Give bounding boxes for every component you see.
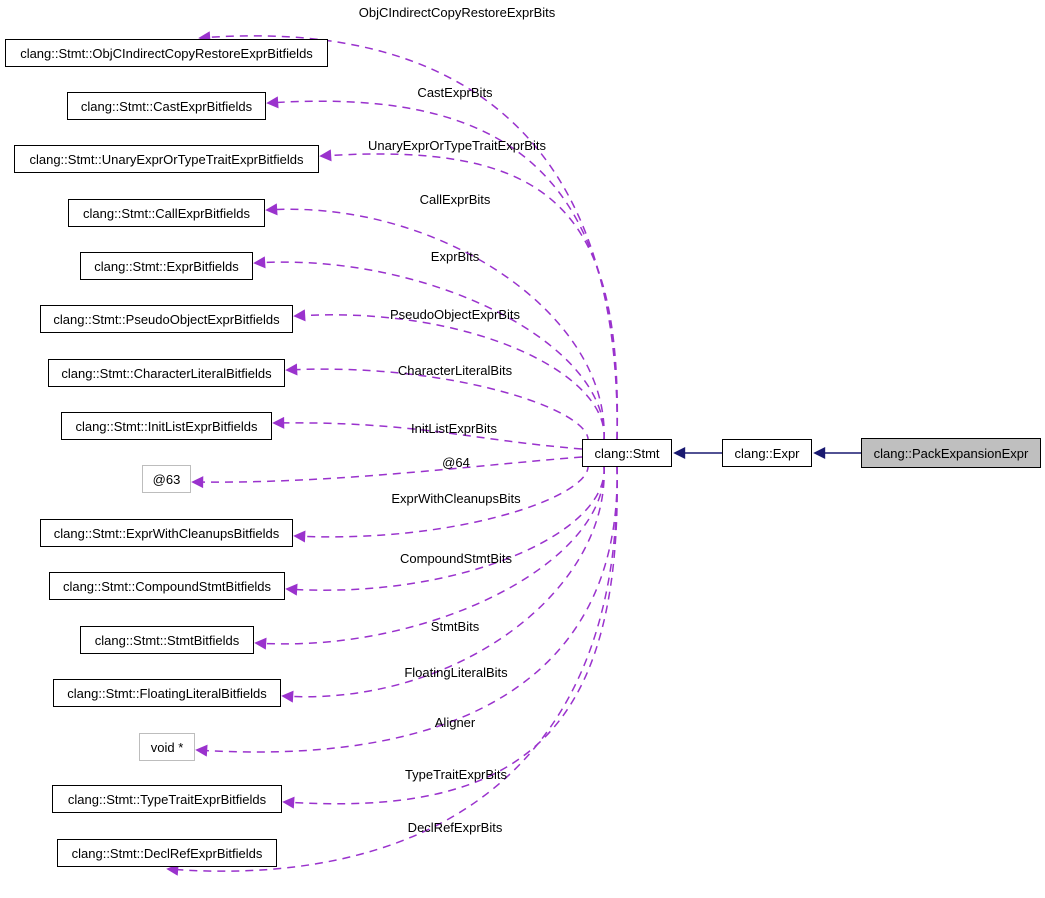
class-node-voidptr: void *: [139, 733, 195, 761]
usage-edge-ewc: [293, 463, 589, 543]
usage-edge-floatlit: [281, 465, 605, 703]
usage-edge-exprbits: [253, 256, 605, 441]
edge-label-floatlit: FloatingLiteralBits: [404, 665, 508, 680]
edge-label-ewc: ExprWithCleanupsBits: [391, 491, 521, 506]
edge-label-anon63: @64: [442, 455, 470, 470]
usage-edge-initlist: [272, 416, 583, 450]
edge-label-declref: DeclRefExprBits: [407, 820, 503, 835]
edge-label-call: CallExprBits: [419, 192, 491, 207]
usage-edge-anon63: [191, 456, 583, 489]
class-node-stmtbits[interactable]: clang::Stmt::StmtBitfields: [80, 626, 254, 654]
edge-label-exprbits: ExprBits: [430, 249, 480, 264]
usage-edge-call: [265, 203, 605, 441]
edge-label-stmtbits: StmtBits: [430, 619, 480, 634]
edge-label-charlit: CharacterLiteralBits: [397, 363, 513, 378]
usage-edge-typetrait: [282, 465, 618, 809]
class-node-call[interactable]: clang::Stmt::CallExprBitfields: [68, 199, 265, 227]
edge-label-compound: CompoundStmtBits: [400, 551, 512, 566]
class-node-floatlit[interactable]: clang::Stmt::FloatingLiteralBitfields: [53, 679, 281, 707]
edge-label-cast: CastExprBits: [417, 85, 493, 100]
edge-label-unary: UnaryExprOrTypeTraitExprBits: [368, 138, 546, 153]
usage-edge-stmtbits: [254, 465, 605, 650]
class-node-exprbits[interactable]: clang::Stmt::ExprBitfields: [80, 252, 253, 280]
edge-label-initlist: InitListExprBits: [411, 421, 497, 436]
class-node-anon63: @63: [142, 465, 191, 493]
usage-edge-charlit: [285, 363, 589, 443]
usage-edge-cast: [266, 96, 618, 441]
class-node-ewc[interactable]: clang::Stmt::ExprWithCleanupsBitfields: [40, 519, 293, 547]
class-node-declref[interactable]: clang::Stmt::DeclRefExprBitfields: [57, 839, 277, 867]
class-node-cast[interactable]: clang::Stmt::CastExprBitfields: [67, 92, 266, 120]
edge-label-voidptr: Aligner: [434, 715, 476, 730]
edge-label-pseudo: PseudoObjectExprBits: [389, 307, 521, 322]
edge-label-objc: ObjCIndirectCopyRestoreExprBits: [358, 5, 556, 20]
usage-edge-declref: [166, 465, 618, 876]
edge-label-typetrait: TypeTraitExprBits: [404, 767, 508, 782]
class-node-stmt[interactable]: clang::Stmt: [582, 439, 672, 467]
usage-edge-voidptr: [195, 465, 618, 757]
class-node-pseudo[interactable]: clang::Stmt::PseudoObjectExprBitfields: [40, 305, 293, 333]
class-node-unary[interactable]: clang::Stmt::UnaryExprOrTypeTraitExprBit…: [14, 145, 319, 173]
class-node-objc[interactable]: clang::Stmt::ObjCIndirectCopyRestoreExpr…: [5, 39, 328, 67]
class-node-expr[interactable]: clang::Expr: [722, 439, 812, 467]
usage-edge-compound: [285, 465, 605, 596]
class-node-initlist[interactable]: clang::Stmt::InitListExprBitfields: [61, 412, 272, 440]
current-class-node-pack: clang::PackExpansionExpr: [861, 438, 1041, 468]
usage-edge-unary: [319, 149, 619, 441]
class-node-compound[interactable]: clang::Stmt::CompoundStmtBitfields: [49, 572, 285, 600]
class-node-typetrait[interactable]: clang::Stmt::TypeTraitExprBitfields: [52, 785, 282, 813]
class-node-charlit[interactable]: clang::Stmt::CharacterLiteralBitfields: [48, 359, 285, 387]
